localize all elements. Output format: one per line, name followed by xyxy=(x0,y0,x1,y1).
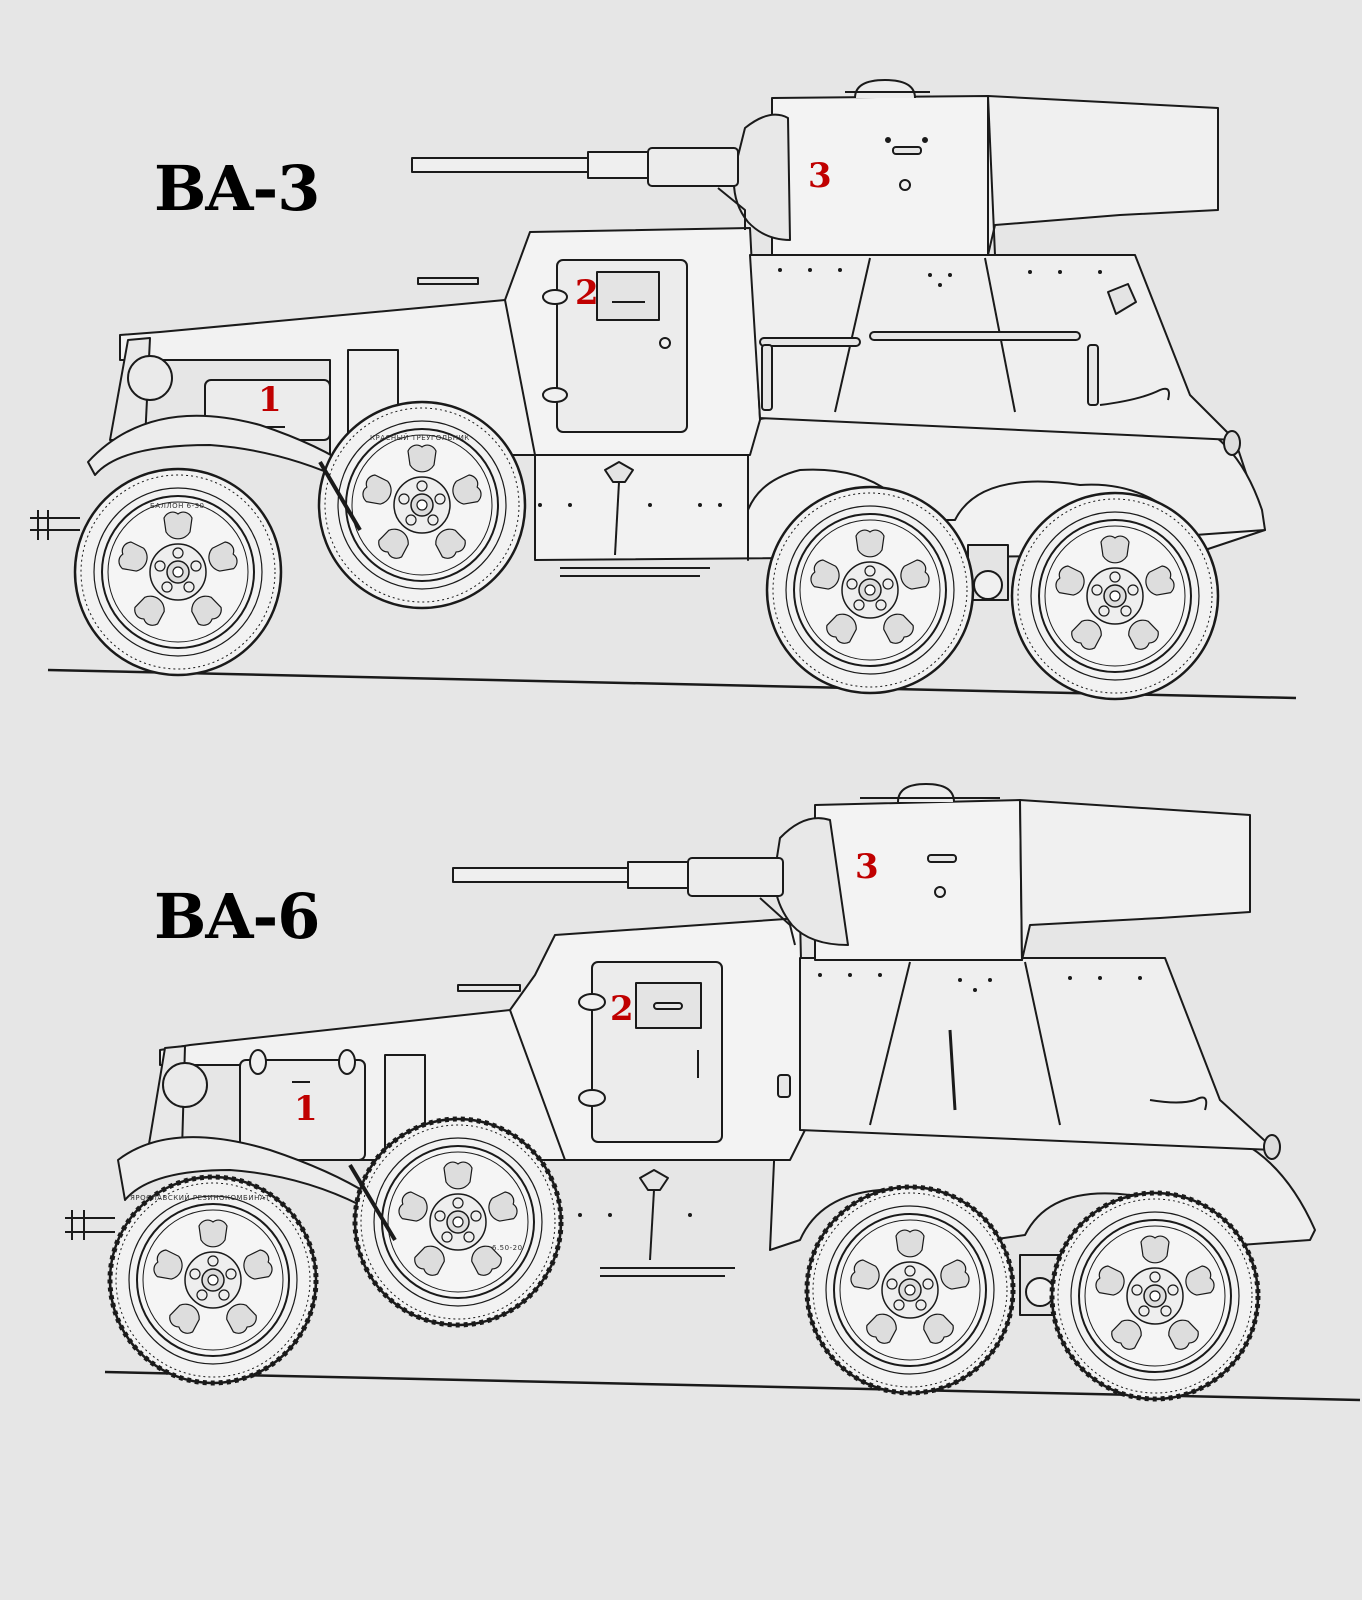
ba6-wheel-rear xyxy=(1052,1193,1258,1399)
ba6-wheel-front xyxy=(110,1177,316,1383)
ba3-callout-1: 1 xyxy=(258,380,282,420)
ba3-title: BA-3 xyxy=(154,152,320,225)
ba6-title: BA-6 xyxy=(154,880,320,953)
ba3-wheel-rear xyxy=(1010,491,1220,701)
ba3-wheel-front xyxy=(73,467,283,677)
ba3-wheel-third xyxy=(765,485,975,695)
ba6-vehicle xyxy=(65,783,1361,1400)
ba6-tyre-text-2: 6.50-20 xyxy=(492,1244,523,1252)
ba6-wheel-third xyxy=(807,1187,1013,1393)
ba6-callout-3: 3 xyxy=(855,847,879,887)
ba6-callout-1: 1 xyxy=(294,1089,318,1129)
ba3-vehicle xyxy=(30,79,1297,701)
ba3-tyre-text-2: БАЛЛОН 6-30 xyxy=(150,502,205,510)
ba3-wheel-second xyxy=(317,400,527,610)
ba3-tyre-text-1: КРАСНЫЙ ТРЕУГОЛЬНИК xyxy=(370,433,470,442)
ba6-tyre-text-1: ЯРОСЛАВСКИЙ РЕЗИНОКОМБИНАТ xyxy=(130,1193,270,1202)
ba6-callout-2: 2 xyxy=(610,989,634,1029)
ba3-callout-3: 3 xyxy=(808,156,832,196)
ba3-callout-2: 2 xyxy=(575,273,599,313)
